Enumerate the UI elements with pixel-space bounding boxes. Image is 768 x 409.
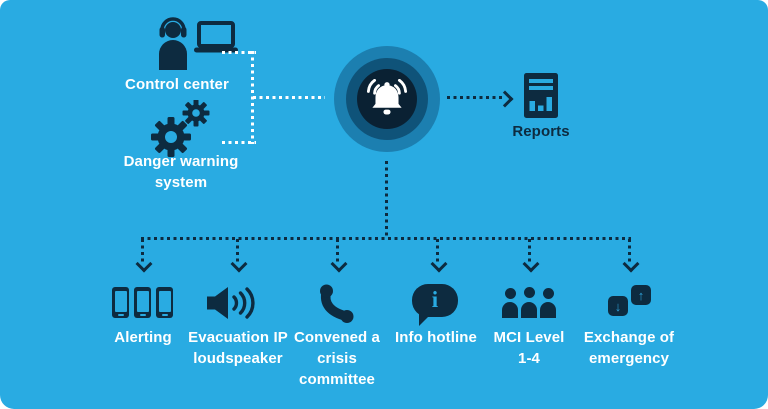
connector-junction-vertical xyxy=(251,51,254,144)
arrowhead-loudspeaker-icon xyxy=(230,255,248,273)
people-group-icon xyxy=(502,287,556,318)
report-document-chart-icon xyxy=(524,73,558,118)
smartphone-icon xyxy=(134,287,151,318)
arrowhead-mci-icon xyxy=(522,255,540,273)
control-center-label: Control center xyxy=(125,76,229,93)
gears-icon xyxy=(151,100,210,157)
exchange-emergency-label: Exchange of emergency xyxy=(583,329,675,367)
mci-level-label: MCI Level 1-4 xyxy=(493,329,565,367)
arrowhead-hotline-icon xyxy=(430,255,448,273)
drop-mci xyxy=(528,239,531,263)
arrowhead-committee-icon xyxy=(330,255,348,273)
alerting-label: Alerting xyxy=(114,329,172,346)
drop-committee xyxy=(336,239,339,263)
connector-hub-down xyxy=(385,161,388,237)
operator-headset-laptop-icon xyxy=(159,17,238,70)
info-i-glyph: i xyxy=(431,287,439,312)
arrowhead-exchange-icon xyxy=(622,255,640,273)
phone-handset-icon xyxy=(320,284,354,323)
connector-danger-to-junction xyxy=(222,141,256,144)
drop-hotline xyxy=(436,239,439,263)
drop-alerting xyxy=(141,239,144,263)
info-hotline-label: Info hotline xyxy=(394,329,477,346)
info-speech-bubble-icon: i xyxy=(412,284,458,326)
person-icon xyxy=(502,288,518,318)
danger-warning-label: Danger warning system xyxy=(123,153,239,191)
alarm-bell-icon xyxy=(366,79,408,115)
reports-label: Reports xyxy=(512,123,570,140)
reports-arrowhead-icon xyxy=(496,90,514,108)
person-icon xyxy=(540,288,556,318)
connector-junction-to-hub xyxy=(253,96,325,99)
smartphone-icon xyxy=(156,287,173,318)
person-icon xyxy=(521,287,537,318)
evacuation-loudspeaker-label: Evacuation IP loudspeaker xyxy=(188,329,288,367)
connector-control-to-junction xyxy=(222,51,256,54)
drop-loudspeaker xyxy=(236,239,239,263)
connector-distribution-bus xyxy=(141,237,631,240)
connector-hub-to-reports xyxy=(447,96,503,99)
arrowhead-alerting-icon xyxy=(135,255,153,273)
exchange-arrows-icon: ↓ ↑ xyxy=(606,283,654,320)
crisis-committee-label: Convened a crisis committee xyxy=(293,329,381,388)
upload-arrow-icon: ↑ xyxy=(631,285,651,305)
smartphone-icon xyxy=(112,287,129,318)
loudspeaker-icon xyxy=(207,287,255,319)
drop-exchange xyxy=(628,239,631,263)
download-arrow-icon: ↓ xyxy=(608,296,628,316)
smartphones-icon xyxy=(112,287,173,318)
